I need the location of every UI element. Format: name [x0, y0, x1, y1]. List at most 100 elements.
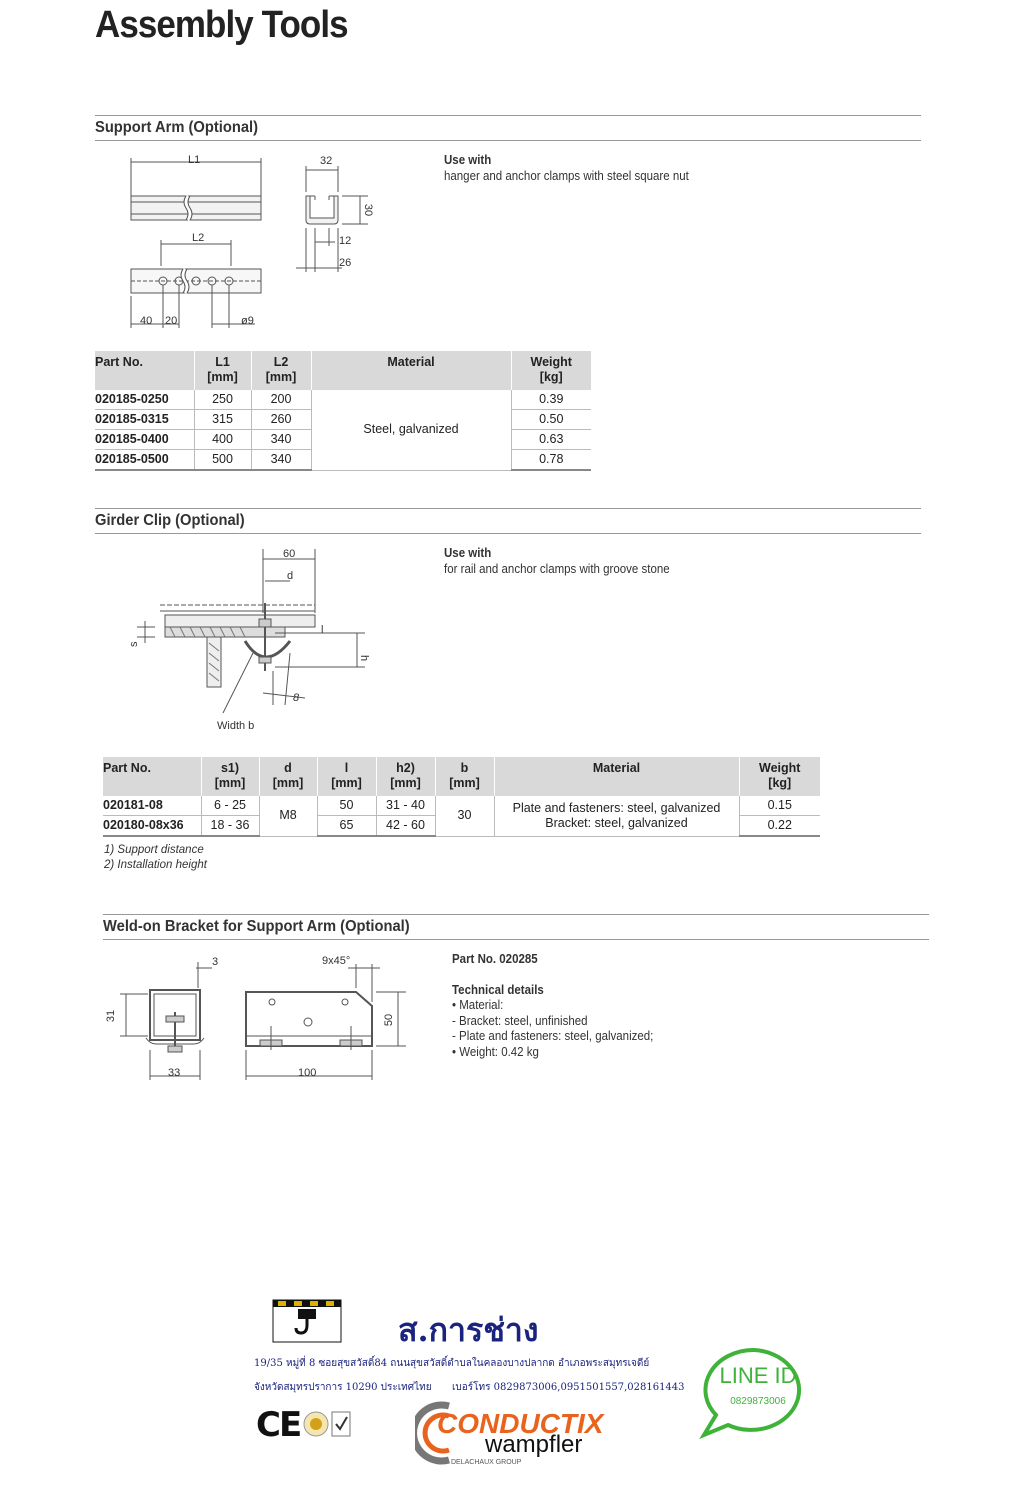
- tech-line: - Bracket: steel, unfinished: [452, 1013, 588, 1028]
- table-row: 020185-0250 250 200 Steel, galvanized 0.…: [95, 390, 591, 471]
- use-with-text: hanger and anchor clamps with steel squa…: [444, 169, 689, 183]
- girder-clip-heading: Girder Clip (Optional): [95, 512, 245, 529]
- part-number: Part No. 020285: [452, 952, 538, 966]
- footnote: 2) Installation height: [104, 859, 207, 871]
- weight-cell: 0.22: [738, 815, 820, 837]
- company-address-2: จังหวัดสมุทรปราการ 10290 ประเทศไทย: [254, 1382, 432, 1393]
- use-with-label: Use with: [444, 546, 492, 560]
- dim-30: 30: [362, 204, 374, 216]
- section-rule: [103, 914, 929, 915]
- col-header: h2) [mm]: [375, 757, 435, 796]
- part-no: 020185-0315: [95, 409, 194, 430]
- certification-badges: [303, 1411, 351, 1437]
- tech-heading: Technical details: [452, 982, 544, 997]
- col-header: d [mm]: [258, 757, 317, 796]
- dim-100: 100: [298, 1067, 316, 1079]
- l1-cell: 315: [193, 409, 251, 430]
- material-cell: Plate and fasteners: steel, galvanized B…: [493, 796, 739, 837]
- dim-d: d: [287, 570, 293, 582]
- dim-h: h: [358, 655, 370, 661]
- part-no: 020185-0500: [95, 449, 194, 471]
- dim-3: 3: [212, 956, 218, 968]
- line-id-badge: LINE ID 0829873006: [699, 1347, 802, 1440]
- footnotes: 1) Support distance 2) Installation heig…: [104, 843, 207, 873]
- support-arm-use-with: Use with hanger and anchor clamps with s…: [444, 152, 689, 184]
- h-cell: 42 - 60: [375, 815, 435, 837]
- part-no: 020180-08x36: [103, 815, 201, 837]
- dim-12: 12: [339, 235, 351, 247]
- l2-cell: 200: [250, 390, 311, 410]
- col-header: Material: [310, 351, 511, 390]
- s-cell: 18 - 36: [200, 815, 259, 837]
- weld-bracket-drawing: 3 31 33 9x45° 50 100: [105, 955, 406, 1080]
- dim-l2: L2: [192, 232, 204, 244]
- table-row: 020180-08x36 18 - 36 65 42 - 60 0.22: [103, 815, 820, 837]
- weight-cell: 0.78: [510, 449, 591, 471]
- use-with-text: for rail and anchor clamps with groove s…: [444, 562, 670, 576]
- col-header: Part No.: [103, 757, 201, 796]
- table-row: 020181-08 6 - 25 M8 50 31 - 40 30 Plate …: [103, 796, 820, 837]
- section-rule: [95, 115, 921, 116]
- weight-cell: 0.50: [510, 409, 591, 430]
- col-header: s1) [mm]: [200, 757, 259, 796]
- weight-cell: 0.39: [510, 390, 591, 410]
- dim-l: l: [321, 624, 323, 636]
- footnote: 1) Support distance: [104, 844, 204, 856]
- dim-26: 26: [339, 257, 351, 269]
- l2-cell: 340: [250, 429, 311, 450]
- s-cell: 6 - 25: [200, 796, 259, 816]
- company-phone: เบอร์โทร 0829873006,0951501557,028161443: [452, 1382, 685, 1393]
- girder-clip-use-with: Use with for rail and anchor clamps with…: [444, 545, 670, 577]
- brand-group: DELACHAUX GROUP: [451, 1459, 522, 1466]
- l1-cell: 500: [193, 449, 251, 471]
- table-row: 020185-0315 315 260 0.50: [95, 409, 591, 430]
- company-name: ส.การช่าง: [398, 1311, 539, 1349]
- support-arm-drawing: L1 32 30 12 26 L2 40 20 ø9: [130, 154, 374, 328]
- l1-cell: 400: [193, 429, 251, 450]
- girder-clip-table: Part No. s1) [mm] d [mm] l [mm] h2) [mm]…: [103, 757, 820, 837]
- d-cell: M8: [258, 796, 317, 837]
- col-header: l [mm]: [316, 757, 376, 796]
- col-header: Part No.: [95, 351, 194, 390]
- weld-bracket-heading: Weld-on Bracket for Support Arm (Optiona…: [103, 918, 410, 935]
- b-cell: 30: [434, 796, 494, 837]
- section-rule: [103, 939, 929, 940]
- support-arm-heading: Support Arm (Optional): [95, 119, 258, 136]
- dim-s: s: [128, 641, 140, 647]
- line-id: 0829873006: [730, 1396, 786, 1407]
- dim-40: 40: [140, 315, 152, 327]
- tech-line: • Material:: [452, 998, 504, 1012]
- table-row: 020185-0400 400 340 0.63: [95, 429, 591, 450]
- dim-31: 31: [105, 1010, 117, 1022]
- brand-bottom: wampfler: [484, 1431, 582, 1458]
- part-no: 020185-0400: [95, 429, 194, 450]
- dim-20: 20: [165, 315, 177, 327]
- use-with-label: Use with: [444, 153, 492, 167]
- dim-chamfer: 9x45°: [322, 955, 350, 967]
- l-cell: 50: [316, 796, 376, 816]
- h-cell: 31 - 40: [375, 796, 435, 816]
- conductix-logo: CONDUCTIX wampfler DELACHAUX GROUP: [415, 1401, 606, 1466]
- brand-top: CONDUCTIX: [437, 1408, 606, 1439]
- col-header: b [mm]: [434, 757, 494, 796]
- tech-line: - Plate and fasteners: steel, galvanized…: [452, 1029, 654, 1043]
- section-rule: [95, 533, 921, 534]
- dim-32: 32: [320, 155, 332, 167]
- l1-cell: 250: [193, 390, 251, 410]
- page-title: Assembly Tools: [95, 4, 349, 46]
- part-no: 020185-0250: [95, 390, 194, 410]
- dim-33: 33: [168, 1067, 180, 1079]
- section-rule: [95, 508, 921, 509]
- dim-l1: L1: [188, 154, 200, 166]
- ce-mark: CE: [256, 1405, 302, 1445]
- girder-clip-drawing: 60 d s l h 8 Width b: [128, 548, 370, 732]
- l2-cell: 340: [250, 449, 311, 471]
- dim-width-b: Width b: [217, 720, 254, 732]
- section-rule: [95, 140, 921, 141]
- dim-60: 60: [283, 548, 295, 560]
- l2-cell: 260: [250, 409, 311, 430]
- dim-hole: ø9: [241, 315, 254, 327]
- tech-line: • Weight: 0.42 kg: [452, 1044, 539, 1059]
- material-cell: Steel, galvanized: [310, 390, 511, 471]
- l-cell: 65: [316, 815, 376, 837]
